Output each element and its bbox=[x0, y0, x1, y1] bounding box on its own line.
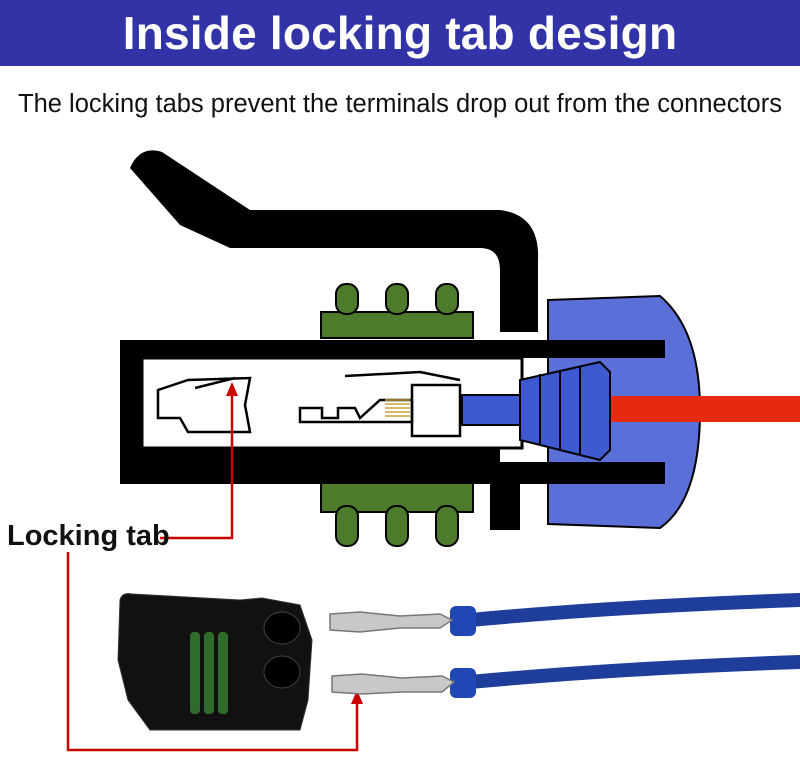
terminal-icon bbox=[156, 370, 462, 438]
page-title: Inside locking tab design bbox=[122, 7, 678, 59]
connector-photo-icon bbox=[117, 593, 313, 731]
callout-line bbox=[66, 382, 363, 752]
red-wire-icon bbox=[610, 396, 800, 422]
metal-terminal-icon bbox=[329, 611, 456, 695]
title-banner: Inside locking tab design bbox=[0, 0, 800, 66]
subtitle: The locking tabs prevent the terminals d… bbox=[18, 90, 782, 118]
inner-seal-icon bbox=[461, 360, 611, 462]
wire-icon bbox=[450, 593, 800, 698]
terminal-strands-icon bbox=[385, 399, 410, 417]
rubber-seal-icon bbox=[320, 283, 474, 547]
connector-housing-icon bbox=[120, 150, 665, 530]
locking-tab-label: Locking tab bbox=[7, 520, 170, 552]
